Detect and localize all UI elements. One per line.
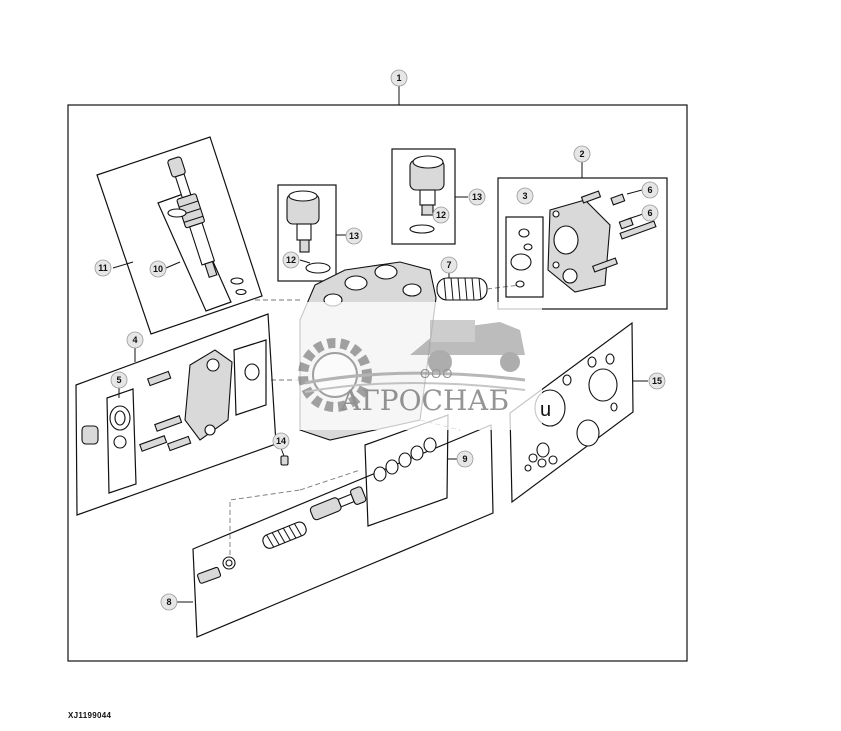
callout-6b: 6 (641, 204, 659, 222)
callout-bubble (641, 181, 659, 199)
callout-2: 2 (573, 145, 591, 163)
callout-label: 14 (276, 436, 286, 446)
callout-label: 12 (286, 255, 296, 265)
group-8-spool-assembly (177, 414, 494, 638)
callout-15: 15 (648, 372, 666, 390)
group-11-relief-valve (96, 136, 263, 335)
callout-label: 12 (436, 210, 446, 220)
callout-bubble (456, 450, 474, 468)
drawing-code: XJ1199044 (68, 711, 112, 720)
watermark-prefix: ООО (420, 366, 453, 381)
callout-6a: 6 (641, 181, 659, 199)
callout-12b: 12 (432, 206, 450, 224)
callout-9: 9 (456, 450, 474, 468)
callout-label: 8 (166, 597, 171, 607)
callout-bubble (516, 187, 534, 205)
callout-label: 10 (153, 264, 163, 274)
watermark-logo: ООО АГРОСНАБ (292, 302, 542, 430)
callout-3: 3 (516, 187, 534, 205)
group-4-side-cover (75, 313, 277, 516)
callout-label: 5 (116, 375, 121, 385)
callout-bubble (432, 206, 450, 224)
callout-10: 10 (149, 260, 167, 278)
callout-bubble (390, 69, 408, 87)
callout-bubble (641, 204, 659, 222)
callout-label: 4 (132, 335, 137, 345)
plug-14 (280, 447, 289, 466)
callout-label: 11 (98, 263, 108, 273)
callout-label: 7 (446, 260, 451, 270)
watermark-company-name: АГРОСНАБ (340, 384, 509, 417)
callout-4: 4 (126, 331, 144, 349)
spring-7 (436, 266, 521, 301)
callout-12a: 12 (282, 251, 300, 269)
callout-14: 14 (272, 432, 290, 450)
callout-bubble (272, 432, 290, 450)
gasket-15 (509, 321, 648, 504)
callout-bubble (126, 331, 144, 349)
callout-7: 7 (440, 256, 458, 274)
callout-bubble (149, 260, 167, 278)
callout-label: 13 (472, 192, 482, 202)
group-13-right-check-valve (391, 148, 468, 245)
callout-11: 11 (94, 259, 112, 277)
callout-5: 5 (110, 371, 128, 389)
callout-bubble (468, 188, 486, 206)
callout-8: 8 (160, 593, 178, 611)
callout-label: 6 (647, 185, 652, 195)
group-2-end-cover (497, 161, 668, 310)
callout-13b: 13 (468, 188, 486, 206)
callout-bubble (282, 251, 300, 269)
callout-label: 3 (522, 191, 527, 201)
callout-bubble (573, 145, 591, 163)
callout-label: 13 (349, 231, 359, 241)
callout-bubble (440, 256, 458, 274)
callout-bubble (160, 593, 178, 611)
callout-bubble (110, 371, 128, 389)
callout-bubble (345, 227, 363, 245)
callout-label: 9 (462, 454, 467, 464)
callout-bubble (94, 259, 112, 277)
group-13-left-check-valve (277, 184, 346, 282)
callout-bubble (648, 372, 666, 390)
watermark-trailing-letter: u (540, 399, 551, 421)
callout-label: 6 (647, 208, 652, 218)
main-frame (67, 104, 688, 662)
tractor-icon (410, 320, 525, 374)
callout-label: 2 (579, 149, 584, 159)
callout-label: 1 (396, 73, 401, 83)
callout-1: 1 (390, 69, 408, 87)
callout-13a: 13 (345, 227, 363, 245)
callout-label: 15 (652, 376, 662, 386)
